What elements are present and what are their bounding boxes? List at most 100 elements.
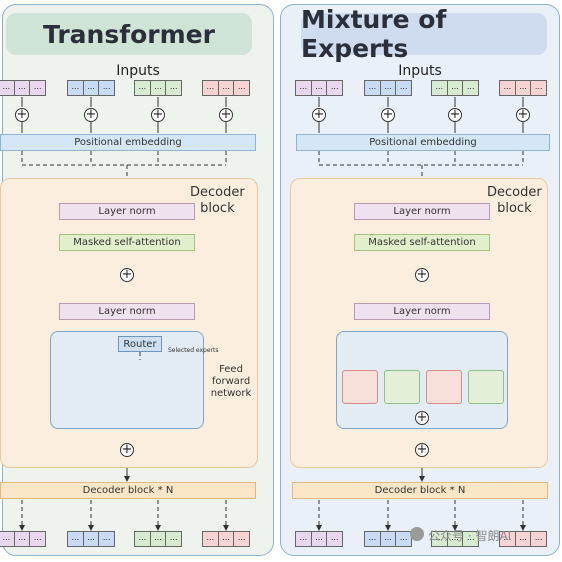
token-cell: ... bbox=[219, 81, 235, 95]
add-icon: + bbox=[312, 107, 326, 122]
token-cell: ... bbox=[466, 533, 475, 542]
token-cell: ... bbox=[135, 81, 151, 95]
wechat-logo-icon bbox=[410, 527, 424, 541]
token-cell: ... bbox=[151, 81, 167, 95]
input-token: ......... bbox=[134, 80, 182, 96]
output-token: ......... bbox=[364, 531, 412, 547]
token-cell: ... bbox=[381, 81, 397, 95]
input-token: ......... bbox=[67, 80, 115, 96]
input-token: ......... bbox=[364, 80, 412, 96]
output-token: ......... bbox=[134, 531, 182, 547]
add-icon: + bbox=[381, 107, 395, 122]
layer-norm-box: Layer norm bbox=[59, 203, 195, 220]
token-cell: ... bbox=[312, 81, 328, 95]
masked-self-attention-box: Masked self-attention bbox=[354, 234, 490, 251]
token-cell: ... bbox=[365, 81, 381, 95]
residual-add-icon: + bbox=[120, 267, 134, 282]
token-cell: ... bbox=[203, 532, 219, 546]
token-cell: ... bbox=[516, 81, 532, 95]
token-cell: ... bbox=[0, 532, 15, 546]
token-cell: ... bbox=[330, 82, 339, 91]
inputs-label: Inputs bbox=[398, 63, 442, 79]
selected-experts-label: Selected experts bbox=[168, 347, 219, 354]
output-token: ......... bbox=[499, 531, 547, 547]
watermark: 公众号 · 智朗AI bbox=[428, 529, 512, 543]
token-cell: ... bbox=[169, 82, 178, 91]
positional-embedding-bar: Positional embedding bbox=[296, 134, 550, 151]
token-cell: ... bbox=[33, 82, 42, 91]
token-cell: ... bbox=[330, 533, 339, 542]
input-token: ......... bbox=[295, 80, 343, 96]
add-icon: + bbox=[516, 107, 530, 122]
residual-add-icon: + bbox=[120, 442, 134, 457]
inputs-label: Inputs bbox=[116, 63, 160, 79]
token-cell: ... bbox=[15, 532, 31, 546]
output-token: ......... bbox=[202, 531, 250, 547]
masked-self-attention-box: Masked self-attention bbox=[59, 234, 195, 251]
token-cell: ... bbox=[448, 81, 464, 95]
add-icon: + bbox=[219, 107, 233, 122]
add-icon: + bbox=[448, 107, 462, 122]
input-token: ......... bbox=[0, 80, 46, 96]
token-cell: ... bbox=[516, 532, 532, 546]
router-box: Router bbox=[118, 336, 162, 352]
token-cell: ... bbox=[237, 533, 246, 542]
input-token: ......... bbox=[499, 80, 547, 96]
token-cell: ... bbox=[68, 81, 84, 95]
add-icon: + bbox=[84, 107, 98, 122]
positional-embedding-bar: Positional embedding bbox=[0, 134, 256, 151]
token-cell: ... bbox=[466, 82, 475, 91]
expert-sum-icon: + bbox=[415, 410, 429, 425]
token-cell: ... bbox=[381, 532, 397, 546]
token-cell: ... bbox=[0, 81, 15, 95]
residual-add-icon: + bbox=[415, 442, 429, 457]
decoder-repeat-bar: Decoder block * N bbox=[0, 482, 256, 499]
layer-norm-box: Layer norm bbox=[354, 303, 490, 320]
output-token: ......... bbox=[295, 531, 343, 547]
token-cell: ... bbox=[432, 532, 448, 546]
expert-network bbox=[426, 370, 462, 404]
token-cell: ... bbox=[500, 81, 516, 95]
token-cell: ... bbox=[135, 532, 151, 546]
expert-network bbox=[342, 370, 378, 404]
expert-network bbox=[384, 370, 420, 404]
input-token: ......... bbox=[202, 80, 250, 96]
residual-add-icon: + bbox=[415, 267, 429, 282]
token-cell: ... bbox=[84, 532, 100, 546]
token-cell: ... bbox=[169, 533, 178, 542]
token-cell: ... bbox=[237, 82, 246, 91]
token-cell: ... bbox=[365, 532, 381, 546]
expert-network bbox=[468, 370, 504, 404]
token-cell: ... bbox=[500, 532, 516, 546]
token-cell: ... bbox=[84, 81, 100, 95]
input-token: ......... bbox=[431, 80, 479, 96]
output-token: ......... bbox=[67, 531, 115, 547]
token-cell: ... bbox=[296, 532, 312, 546]
token-cell: ... bbox=[102, 533, 111, 542]
layer-norm-box: Layer norm bbox=[59, 303, 195, 320]
token-cell: ... bbox=[15, 81, 31, 95]
token-cell: ... bbox=[296, 81, 312, 95]
layer-norm-box: Layer norm bbox=[354, 203, 490, 220]
panel-title: Transformer bbox=[6, 13, 252, 55]
token-cell: ... bbox=[102, 82, 111, 91]
output-token: ......... bbox=[431, 531, 479, 547]
add-icon: + bbox=[151, 107, 165, 122]
token-cell: ... bbox=[399, 82, 408, 91]
token-cell: ... bbox=[312, 532, 328, 546]
token-cell: ... bbox=[68, 532, 84, 546]
token-cell: ... bbox=[399, 533, 408, 542]
decoder-repeat-bar: Decoder block * N bbox=[292, 482, 548, 499]
token-cell: ... bbox=[448, 532, 464, 546]
token-cell: ... bbox=[432, 81, 448, 95]
token-cell: ... bbox=[203, 81, 219, 95]
token-cell: ... bbox=[219, 532, 235, 546]
token-cell: ... bbox=[33, 533, 42, 542]
output-token: ......... bbox=[0, 531, 46, 547]
token-cell: ... bbox=[151, 532, 167, 546]
token-cell: ... bbox=[534, 533, 543, 542]
add-icon: + bbox=[15, 107, 29, 122]
token-cell: ... bbox=[534, 82, 543, 91]
